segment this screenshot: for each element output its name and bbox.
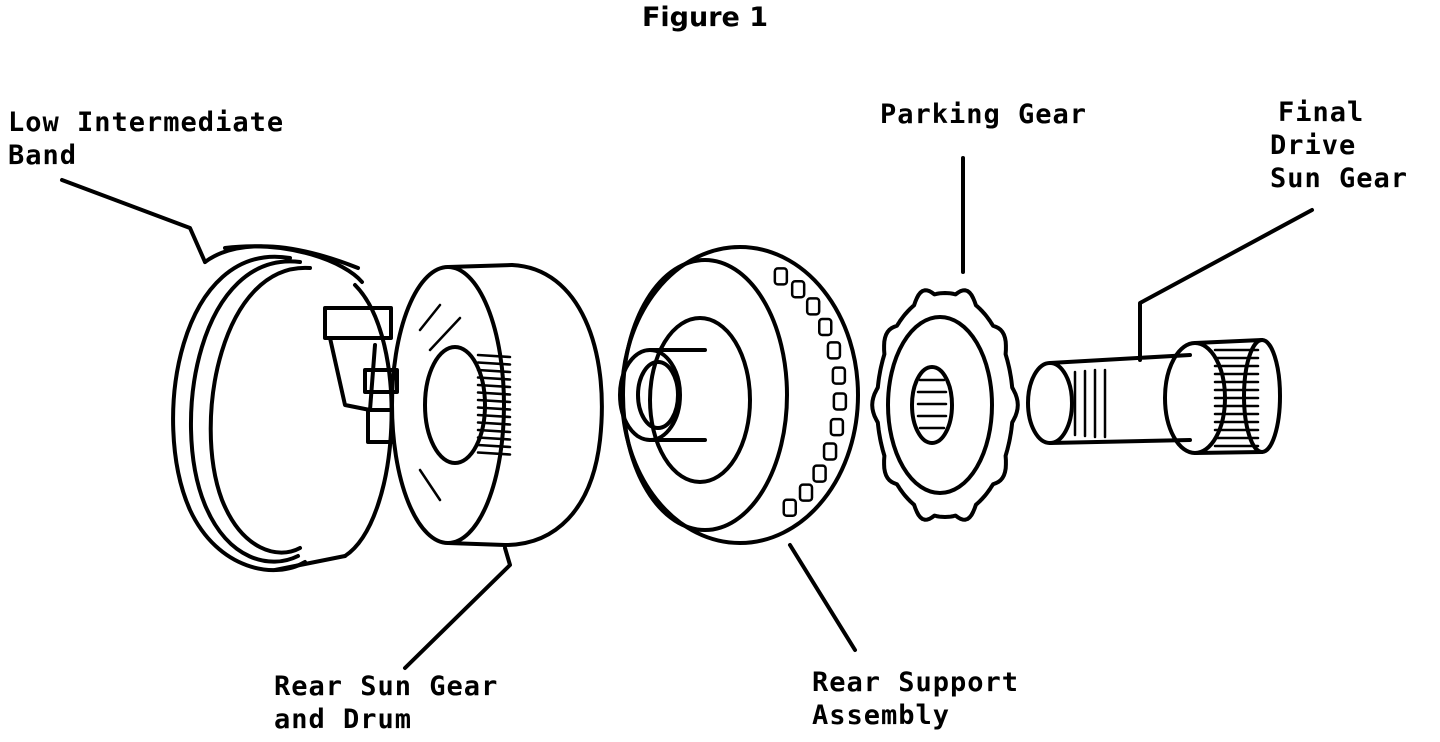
shaft-splines: [1073, 368, 1107, 439]
drum-inner-shading: [418, 303, 462, 502]
band-apply-lug: [363, 368, 399, 394]
gear-body: [1193, 338, 1264, 455]
drum-top-edge: [446, 263, 514, 269]
band-lower-lug: [366, 408, 394, 444]
gear-tooth: [476, 383, 512, 389]
label-line: Assembly: [812, 700, 951, 731]
support-inner-step: [648, 316, 752, 484]
band-lower-edge: [273, 554, 347, 572]
leader-lines: [60, 156, 1314, 670]
shaft-front-end: [1026, 361, 1074, 445]
spline-tooth: [822, 442, 838, 461]
drum-front-rim: [390, 265, 506, 545]
spline-tooth: [832, 392, 848, 411]
gear-end-face: [1242, 338, 1282, 454]
leader-low-intermediate-band: [60, 178, 207, 264]
label-line: and Drum: [274, 704, 413, 735]
rear-sun-gear-drum: [390, 263, 604, 547]
label-line: Parking Gear: [880, 99, 1088, 130]
sun-gear-hub: [423, 345, 487, 465]
spline-tooth: [818, 317, 833, 337]
band-inner-rim-1: [189, 259, 302, 564]
label-rear-sun-gear-drum: Rear Sun Gear and Drum: [274, 670, 498, 736]
spline-tooth: [790, 280, 806, 299]
label-line: Rear Sun Gear: [274, 671, 499, 702]
sun-gear-teeth: [476, 353, 512, 456]
spline-tooth: [773, 267, 789, 286]
gear-tooth: [476, 443, 512, 449]
label-line: Final: [1278, 97, 1365, 128]
spline-tooth: [812, 464, 827, 483]
support-splines: [773, 267, 848, 518]
spline-tooth: [826, 341, 842, 360]
rear-support-assembly: [618, 245, 860, 545]
parking-gear: [870, 288, 1020, 522]
shaft-body: [1048, 353, 1192, 445]
final-drive-teeth: [1213, 348, 1260, 448]
spline-tooth: [798, 483, 814, 502]
label-rear-support-assembly: Rear Support Assembly: [812, 666, 1019, 732]
spline-tooth: [829, 417, 845, 437]
support-hub-bore-inner: [636, 360, 680, 430]
gear-tooth: [476, 353, 512, 359]
gear-tooth: [476, 398, 512, 404]
gear-tooth: [476, 413, 512, 419]
drum-bottom-edge: [446, 541, 507, 547]
low-intermediate-band: [171, 244, 399, 573]
figure-title: Figure 1: [641, 2, 769, 33]
label-final-drive-sun-gear: Final Drive Sun Gear: [1270, 96, 1408, 195]
label-low-intermediate-band: Low Intermediate Band: [8, 106, 284, 172]
gear-tooth: [476, 406, 512, 411]
drum-back-rim: [503, 263, 604, 547]
support-front-face: [621, 258, 789, 532]
label-line: Sun Gear: [1270, 163, 1409, 194]
gear-tooth: [476, 428, 512, 434]
final-drive-sun-gear: [1026, 338, 1282, 455]
label-line: Band: [8, 140, 78, 171]
band-outer-rim: [171, 254, 307, 573]
label-line: Rear Support: [812, 667, 1020, 698]
band-anchor-lug: [323, 306, 393, 340]
support-outer-rim: [620, 245, 860, 545]
parking-gear-face: [886, 315, 994, 495]
band-strap: [203, 244, 360, 270]
spline-tooth: [805, 297, 821, 316]
leader-final-drive-sun-gear: [1138, 208, 1314, 362]
gear-tooth: [476, 368, 512, 374]
label-line: Drive: [1270, 130, 1357, 161]
spline-tooth: [831, 366, 847, 385]
parking-gear-bore-splines: [916, 378, 948, 430]
gear-tooth: [476, 391, 512, 396]
spline-tooth: [782, 498, 798, 518]
band-inner-rim-2: [208, 265, 312, 555]
gear-tooth: [476, 451, 512, 456]
label-line: Low Intermediate: [8, 107, 285, 138]
gear-tooth: [476, 361, 512, 366]
gear-tooth: [476, 421, 512, 426]
parking-gear-outline: [870, 288, 1020, 522]
leader-rear-support-assembly: [788, 543, 857, 652]
gear-tooth: [476, 436, 512, 441]
label-parking-gear: Parking Gear: [880, 98, 1087, 131]
leader-rear-sun-gear-drum: [403, 546, 512, 670]
gear-tooth: [476, 376, 512, 381]
band-lug-side: [328, 336, 377, 412]
parking-gear-bore: [910, 365, 954, 445]
